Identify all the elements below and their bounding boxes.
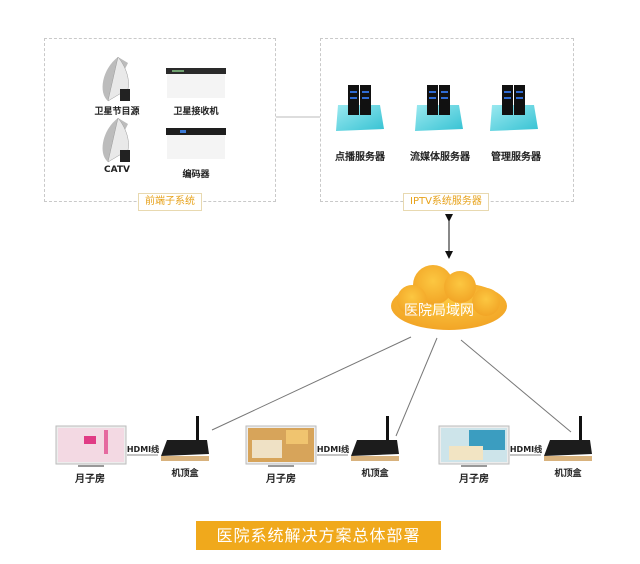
room-3-stb-label: 机顶盒: [554, 469, 582, 479]
set-top-box-icon: [351, 416, 399, 461]
server-label-vod: 点播服务器: [335, 152, 385, 163]
lan-link-room-1: [211, 336, 412, 431]
room-1-cable-label: HDMI线: [126, 445, 160, 454]
server-icon: [490, 85, 538, 131]
room-2-cable-label: HDMI线: [316, 445, 350, 454]
room-2-stb-label: 机顶盒: [361, 469, 389, 479]
satellite-dish-icon: [102, 117, 130, 163]
satellite-dish-icon: [102, 56, 130, 102]
cloud-icon: [391, 265, 507, 330]
room-1-stb-label: 机顶盒: [171, 469, 199, 479]
server-icon: [415, 85, 463, 131]
tv-icon: [438, 425, 510, 467]
server-icon: [336, 85, 384, 131]
lan-link-room-3: [460, 339, 572, 433]
room-3-cable-label: HDMI线: [509, 445, 543, 454]
server-label-streaming: 流媒体服务器: [410, 152, 470, 163]
lan-link-room-2: [395, 337, 438, 437]
receiver-device-icon: [166, 68, 226, 98]
set-top-box-icon: [161, 416, 209, 461]
tv-icon: [55, 425, 127, 467]
frontend-subsystem-label: 前端子系统: [138, 193, 202, 211]
device-label-satellite-receiver: 卫星接收机: [173, 107, 219, 117]
server-label-management: 管理服务器: [491, 152, 541, 163]
room-1-tv-label: 月子房: [75, 474, 105, 485]
tv-icon: [245, 425, 317, 467]
encoder-device-icon: [166, 128, 226, 159]
lan-label: 医院局域网: [404, 303, 474, 319]
room-3-tv-label: 月子房: [459, 474, 489, 485]
device-label-encoder: 编码器: [182, 170, 210, 180]
diagram-title: 医院系统解决方案总体部署: [196, 521, 441, 550]
device-label-satellite-source: 卫星节目源: [94, 107, 140, 117]
room-2-tv-label: 月子房: [266, 474, 296, 485]
set-top-box-icon: [544, 416, 592, 461]
device-label-catv: CATV: [104, 165, 130, 175]
iptv-servers-label: IPTV系统服务器: [403, 193, 489, 211]
iptv-servers-box: [320, 38, 574, 202]
frontend-subsystem-box: [44, 38, 276, 202]
